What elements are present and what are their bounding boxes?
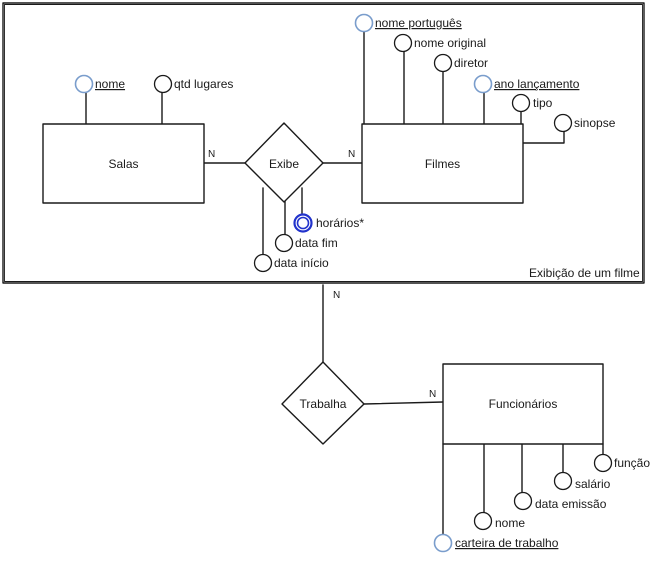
attribute-exibe-data-inicio-label: data início [274,256,329,270]
attribute-func-carteira-label: carteira de trabalho [455,536,559,550]
attribute-filmes-diretor[interactable]: diretor [433,53,489,73]
attribute-func-nome-label: nome [495,516,525,530]
attribute-filmes-nome-portugues[interactable]: nome português [354,13,462,33]
attribute-func-data-emissao-label: data emissão [535,497,607,511]
cardinality-aggregation-trabalha: N [333,290,340,301]
aggregation-frame: Exibição de um filme [2,2,645,284]
attribute-func-salario[interactable]: salário [553,471,611,492]
attribute-func-carteira-de-trabalho[interactable]: carteira de trabalho [433,533,559,553]
attribute-func-data-emissao[interactable]: data emissão [513,491,607,512]
relationship-trabalha-label: Trabalha [300,397,347,411]
attribute-filmes-diretor-label: diretor [454,56,488,70]
attribute-func-salario-label: salário [575,477,611,491]
entity-funcionarios[interactable]: Funcionários [442,363,604,445]
relationship-exibe-label: Exibe [269,157,299,171]
attribute-filmes-tipo[interactable]: tipo [511,93,553,113]
attribute-filmes-nome-original[interactable]: nome original [393,33,487,53]
attribute-exibe-data-fim-label: data fim [295,236,338,250]
cardinality-salas-exibe: N [208,149,215,160]
attribute-filmes-ano-lancamento-label: ano lançamento [494,77,580,91]
attribute-exibe-horarios[interactable]: horários* [293,213,365,233]
entity-filmes[interactable]: Filmes [361,123,524,204]
attribute-exibe-horarios-label: horários* [316,216,364,230]
attribute-salas-nome[interactable]: nome [74,74,126,94]
attribute-filmes-sinopse[interactable]: sinopse [553,113,616,133]
attribute-filmes-ano-lancamento[interactable]: ano lançamento [473,74,580,94]
cardinality-exibe-filmes: N [348,149,355,160]
attribute-func-nome[interactable]: nome [473,511,526,531]
attribute-salas-qtd-lugares[interactable]: qtd lugares [153,74,234,94]
attribute-func-funcao-label: função [614,456,650,470]
attribute-filmes-nome-original-label: nome original [414,36,486,50]
relationship-exibe[interactable]: Exibe [244,122,324,203]
entity-salas-label: Salas [108,157,138,171]
entity-filmes-label: Filmes [425,157,460,171]
cardinality-trabalha-funcionarios: N [429,389,436,400]
attribute-exibe-data-fim[interactable]: data fim [274,233,338,253]
entity-salas[interactable]: Salas [42,123,205,204]
attribute-filmes-sinopse-label: sinopse [574,116,616,130]
entity-funcionarios-label: Funcionários [489,397,558,411]
attribute-filmes-tipo-label: tipo [533,96,553,110]
aggregation-label: Exibição de um filme [529,266,640,280]
attribute-exibe-data-inicio[interactable]: data início [253,253,330,273]
attribute-func-funcao[interactable]: função [593,453,651,473]
attribute-filmes-nome-portugues-label: nome português [375,16,462,30]
attribute-salas-qtd-lugares-label: qtd lugares [174,77,233,91]
relationship-trabalha[interactable]: Trabalha [281,361,365,445]
attribute-salas-nome-label: nome [95,77,125,91]
relationship-lines [202,162,444,405]
